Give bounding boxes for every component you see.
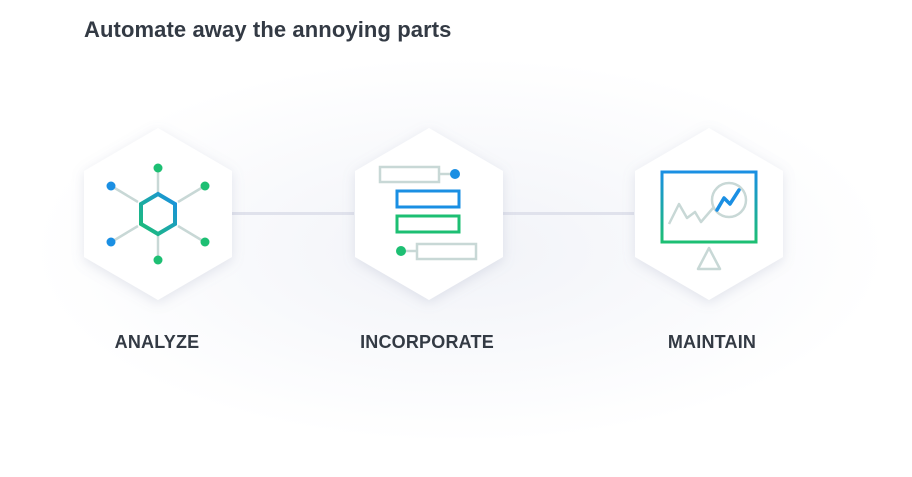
- connector-line-1: [232, 212, 354, 215]
- step-label-analyze: ANALYZE: [114, 332, 200, 352]
- step-incorporate: [351, 124, 507, 304]
- step-label-incorporate: INCORPORATE: [360, 332, 494, 352]
- step-maintain: [631, 124, 787, 304]
- hexagon-card: [635, 128, 783, 300]
- stacked-blocks-icon: [378, 165, 478, 261]
- molecule-network-icon: [106, 163, 210, 265]
- hexagon-card: [84, 128, 232, 300]
- step-label-maintain: MAINTAIN: [667, 332, 757, 352]
- connector-line-2: [502, 212, 634, 215]
- hexagon-card: [355, 128, 503, 300]
- step-analyze: [80, 124, 236, 304]
- monitor-chart-icon: [660, 170, 758, 271]
- section-heading: Automate away the annoying parts: [84, 17, 452, 42]
